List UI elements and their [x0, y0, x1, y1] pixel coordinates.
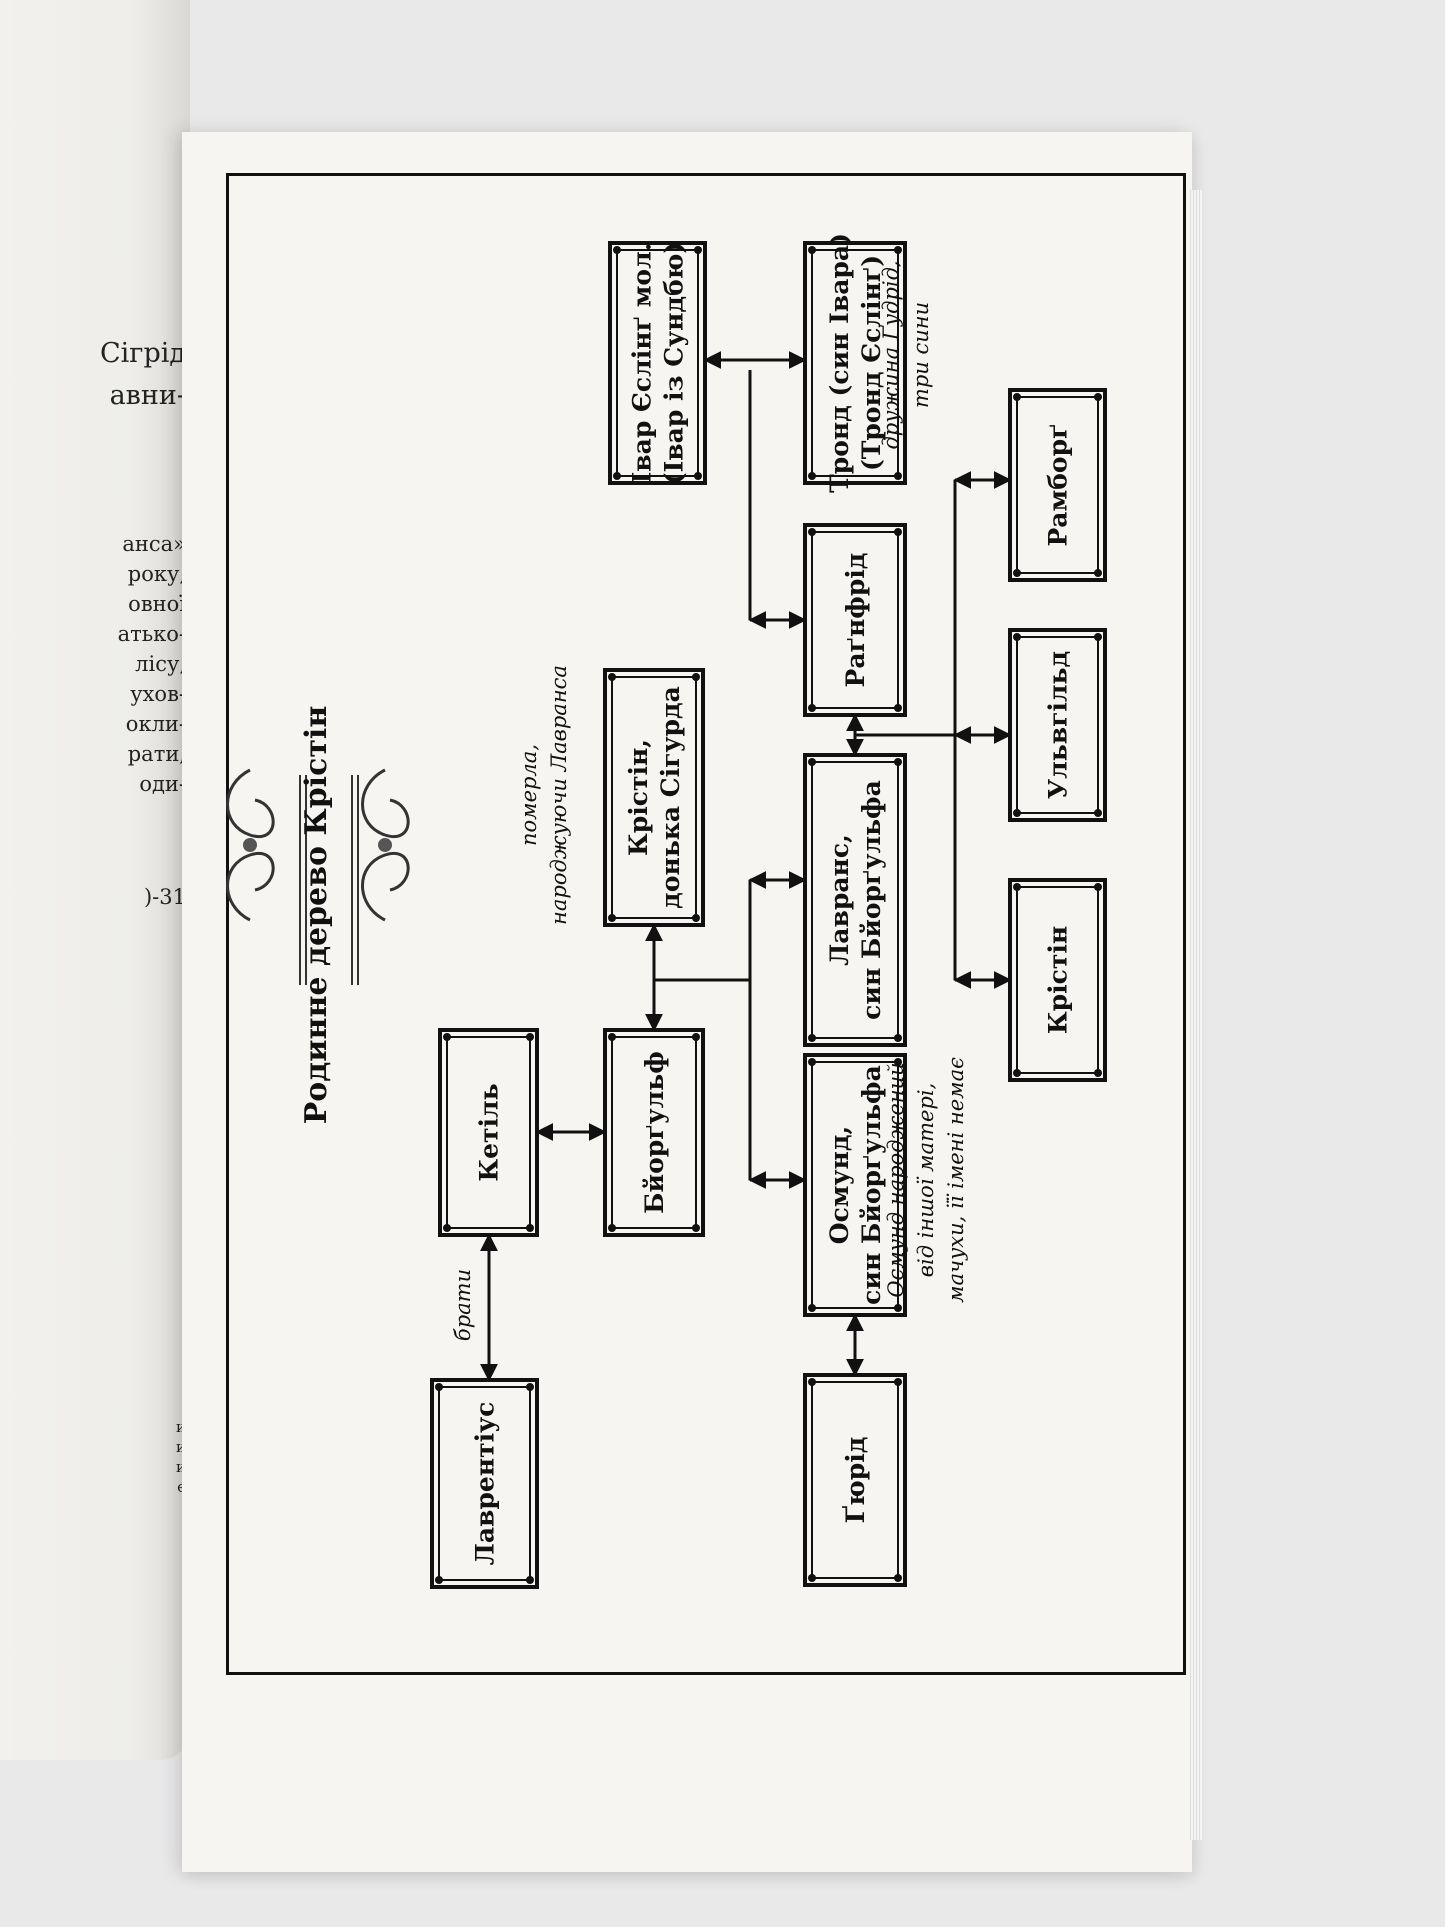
person-box-ulvhild: Ульвгільд [1008, 628, 1107, 822]
note-died: померла,народжуючи Лавранса [517, 665, 571, 925]
note-trond-note: дружина Ґудрід,три сини [879, 260, 933, 449]
person-box-osmund: Осмунд,син Бйорґульфа [803, 1053, 907, 1317]
person-name: Раґнфрід [841, 553, 870, 688]
left-page-text-line: окли- [125, 712, 186, 736]
person-name: Осмунд,син Бйорґульфа [825, 1065, 886, 1305]
left-page-text-line: оди- [139, 772, 186, 796]
left-page-text-line: )-31 [143, 885, 186, 909]
left-book-page: Сігрід авни-анса» року, овної атько-лісу, ухо… [0, 0, 190, 1760]
person-box-gyurid: Ґюрід [803, 1373, 907, 1587]
left-page-text-line: Сігрід [100, 338, 186, 369]
left-page-text-line: року, [127, 562, 186, 586]
person-name: Крістін [1044, 926, 1073, 1034]
person-name: Рамборґ [1044, 424, 1073, 547]
person-box-lavrans: Лавранс,син Бйорґульфа [803, 753, 907, 1047]
left-page-text-line: и [176, 1418, 186, 1436]
person-box-bjorgulf: Бйорґульф [603, 1028, 705, 1237]
left-page-text-line: атько- [117, 622, 186, 646]
person-box-lavrentius: Лаврентіус [430, 1378, 539, 1589]
left-page-text-line: ухов- [130, 682, 186, 706]
diagram-frame [226, 173, 1186, 1675]
person-name: Лаврентіус [471, 1402, 500, 1566]
person-name: Бйорґульф [640, 1051, 669, 1214]
person-box-trond: Тронд (син Івара)(Тронд Єслінґ) [803, 233, 907, 493]
person-box-kristin: Крістін [1008, 878, 1107, 1082]
person-name: Ульвгільд [1044, 651, 1073, 799]
left-page-text-line: овної [128, 592, 186, 616]
left-page-text-line: е [0, 1478, 186, 1496]
person-name: Тронд (син Івара)(Тронд Єслінґ) [825, 233, 886, 493]
connector-lines [480, 351, 1012, 1382]
person-name: Ґюрід [841, 1437, 870, 1524]
person-name: Лавранс,син Бйорґульфа [825, 780, 886, 1020]
diagram-title: Родинне дерево Крістін [299, 706, 334, 1125]
person-box-ramborg: Рамборґ [1008, 388, 1107, 582]
title-ornaments [226, 768, 410, 985]
person-name: Крістін,донька Сігурда [624, 686, 685, 909]
note-brothers: брати [451, 1269, 475, 1341]
left-page-text-line: и [176, 1438, 186, 1456]
person-name: Кетіль [475, 1083, 504, 1181]
left-page-text-line: лісу, [135, 652, 186, 676]
left-page-text-line: анса» [122, 532, 186, 556]
page-edge [1190, 190, 1202, 1840]
person-box-ketil: Кетіль [438, 1028, 539, 1237]
left-page-text-line: рати, [127, 742, 186, 766]
person-name: Івар Єслінґ мол.(Івар із Сундбю) [628, 242, 689, 484]
person-box-ivar: Івар Єслінґ мол.(Івар із Сундбю) [608, 241, 707, 485]
person-box-ragnfrid: Раґнфрід [803, 523, 907, 717]
left-page-text-line: и [176, 1458, 186, 1476]
left-page-text-line: авни- [109, 380, 186, 411]
person-box-kristin-sigurd: Крістін,донька Сігурда [603, 668, 705, 927]
